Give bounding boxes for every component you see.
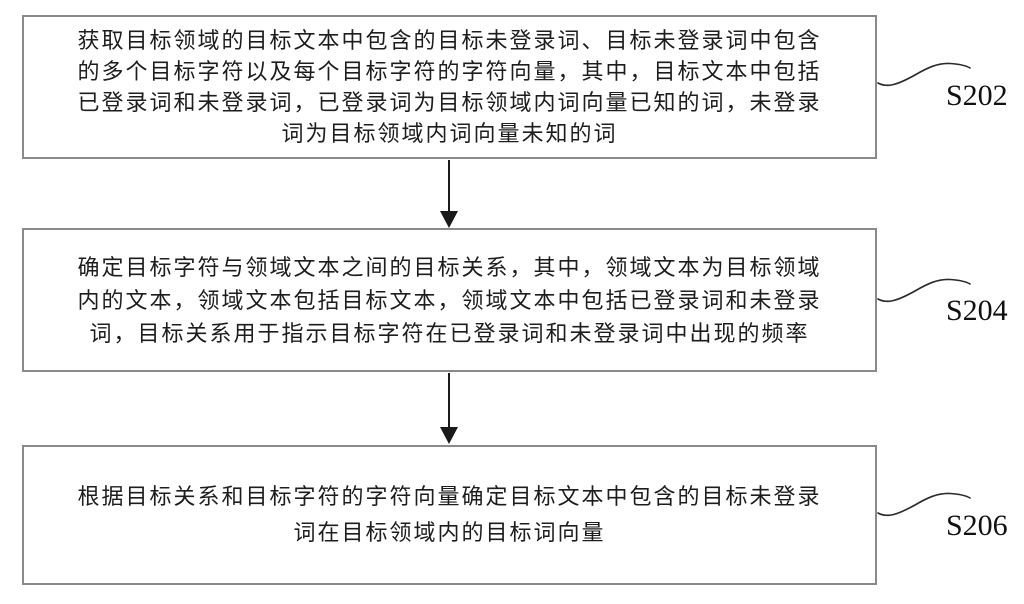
- step-text-line: 词在目标领域内的目标词向量: [293, 520, 606, 545]
- step-label-s206: S206: [946, 509, 1008, 542]
- reference-squiggle-icon: [877, 62, 971, 87]
- step-text-line: 的多个目标字符以及每个目标字符的字符向量，其中，目标文本中包括: [77, 59, 822, 84]
- step-text-line: 词，目标关系用于指示目标字符在已登录词和未登录词中出现的频率: [89, 320, 810, 346]
- arrow-head: [440, 211, 458, 228]
- step-text-line: 内的文本，领域文本包括目标文本，领域文本中包括已登录词和未登录: [77, 287, 822, 313]
- reference-squiggle-icon: [877, 492, 971, 517]
- step-box-s202: 获取目标领域的目标文本中包含的目标未登录词、目标未登录词中包含 的多个目标字符以…: [22, 15, 877, 159]
- step-label-s202: S202: [946, 79, 1008, 112]
- step-label-s204: S204: [946, 294, 1008, 327]
- step-box-s204: 确定目标字符与领域文本之间的目标关系，其中，领域文本为目标领域 内的文本，领域文…: [22, 228, 877, 372]
- down-arrow-icon: [440, 160, 458, 228]
- arrow-shaft: [448, 373, 450, 427]
- reference-squiggle-icon: [877, 278, 971, 303]
- step-box-s206: 根据目标关系和目标字符的字符向量确定目标文本中包含的目标未登录 词在目标领域内的…: [22, 445, 877, 585]
- step-text-line: 根据目标关系和目标字符的字符向量确定目标文本中包含的目标未登录: [77, 484, 822, 509]
- step-text-line: 确定目标字符与领域文本之间的目标关系，其中，领域文本为目标领域: [77, 254, 822, 280]
- arrow-shaft: [448, 160, 450, 211]
- step-text-line: 词为目标领域内词向量未知的词: [281, 121, 618, 146]
- arrow-head: [440, 427, 458, 444]
- down-arrow-icon: [440, 373, 458, 444]
- step-text-line: 已登录词和未登录词，已登录词为目标领域内词向量已知的词，未登录: [77, 90, 822, 115]
- step-text-line: 获取目标领域的目标文本中包含的目标未登录词、目标未登录词中包含: [77, 28, 822, 53]
